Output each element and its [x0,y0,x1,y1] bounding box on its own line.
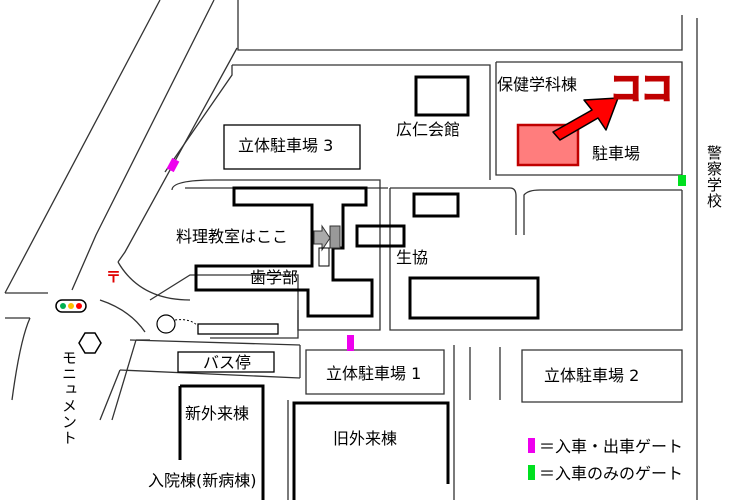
block-inner-west [164,65,233,173]
legend-item-in-out: ＝入車・出車ゲート [528,433,683,457]
coop-building-large [408,276,540,320]
gate-in-out-south [347,335,354,351]
post-office-icon: 〒 [106,268,122,286]
koko-label: ココ [609,69,674,107]
parking-1-label: 立体駐車場 1 [326,364,422,383]
old-outpatient-building [292,401,450,500]
old-outpatient-label: 旧外来棟 [333,429,398,448]
gate-in-only-east [678,175,686,186]
boxes [177,124,361,373]
coop-block-left [389,188,683,331]
lower-road-south [210,310,299,339]
bus-shelter-box [197,323,279,335]
mid-road-top [149,179,381,331]
parking2-block [521,349,683,403]
post-office-box [104,270,120,286]
coop-block-outline [390,187,517,235]
hoken-building-label: 保健学科棟 [497,75,578,94]
coop-building-small [412,192,460,218]
buildings [178,75,540,500]
roundabout [156,314,199,334]
parking-3-label: 立体駐車場 3 [238,136,334,155]
bus-road-bottom [119,369,301,379]
police-road-west [496,61,683,180]
southwest-road-1 [111,339,137,421]
monument-label: モニュメント [60,350,78,446]
koujin-hall-building [414,75,470,117]
new-outpatient-label: 新外来棟 [185,404,250,423]
parking-2-label: 立体駐車場 2 [544,366,640,385]
diagonal-road-right-edge [71,0,215,291]
bus-stop-box [177,351,275,373]
bus-stop-label: バス停 [203,353,252,372]
roads [4,0,698,500]
dental-label: 歯学部 [250,268,299,287]
coop-label: 生協 [396,248,429,267]
parking1-block [305,349,445,395]
cooking-room-label: 料理教室はここ [176,227,289,246]
inpatient-label: 入院棟(新病棟) [148,471,257,490]
lower-road-west [117,261,191,301]
monument-icon [78,332,102,354]
cooking-room-marker [329,225,341,249]
bus-road-top [129,339,301,346]
new-outpatient-building [178,384,265,500]
monument-road-upper [11,317,31,401]
southwest-road-2 [99,369,121,421]
parking3-box [223,124,361,170]
legend-label-in-only: ＝入車のみのゲート [539,464,684,483]
diagonal-road-inner [117,47,238,263]
east-road-to-police [523,189,682,235]
top-road [237,0,683,51]
dental-entrance-bars [318,247,330,267]
koujin-hall-label: 広仁会館 [396,120,461,139]
magenta-gate-swatch [528,437,535,453]
green-gate-swatch [528,464,535,480]
monument-road-lower [99,299,146,333]
hoken-block-bottom [495,62,682,176]
destination-arrow-icon [552,97,619,141]
legend-item-in-only: ＝入車のみのゲート [528,460,683,484]
diagonal-road-left-edge [4,0,161,294]
traffic-light-icon [55,299,87,313]
cooking-room-building [355,224,406,248]
parking-lot-label: 駐車場 [592,144,641,163]
legend-label-in-out: ＝入車・出車ゲート [539,437,684,456]
cooking-room-arrow-icon [313,224,331,252]
police-school-label: 警察学校 [705,145,723,209]
dental-building [194,186,374,318]
block-north-edge [232,64,491,180]
gate-in-out-west [166,157,180,173]
